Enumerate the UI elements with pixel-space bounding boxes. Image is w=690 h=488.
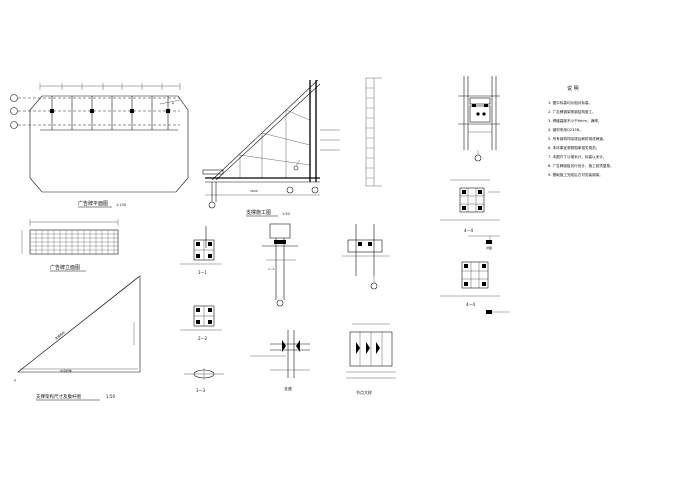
node-detail-right-3: 4—4 (440, 261, 510, 314)
elevation-view-title: 广告牌立面图 (50, 264, 80, 271)
plan-view-title: 广告牌平面图 (78, 200, 108, 207)
svg-text:1:50: 1:50 (282, 212, 290, 216)
detail-column-a: 1—1 (262, 223, 298, 307)
svg-text:1—1: 1—1 (268, 267, 275, 271)
note-item-1: 1. 图中标高均为相对标高。 (548, 100, 592, 105)
svg-text:φ: φ (172, 101, 174, 105)
sec-4-4-title: 4—4 (466, 302, 476, 307)
detail-2-2: 2—2 (180, 305, 222, 341)
triangle-title: 支撑架构尺寸及腹杆图 (36, 393, 81, 400)
detail-1-1: 1—1 (180, 226, 222, 275)
note-item-8: 8. 广告牌面板另行设计，施工前须复核。 (548, 163, 614, 168)
triangle-scale: 1:50 (106, 394, 115, 399)
node-detail-right-2: 详图 (468, 235, 500, 250)
node-2-title: 节点大样 (356, 389, 372, 395)
svg-text:4—4: 4—4 (464, 228, 474, 233)
notes-heading: 说 明 (567, 85, 579, 92)
sec-3-3-title: 3—3 (196, 388, 206, 393)
note-item-7: 7. 本图尺寸以毫米计，标高以米计。 (548, 154, 606, 159)
main-section-title: 支撑施工图 (246, 209, 271, 216)
sec-1-1-title: 1—1 (198, 270, 208, 275)
note-item-4: 4. 钢材采用Q235B。 (548, 127, 583, 132)
notes-block: 说 明 1. 图中标高均为相对标高。 2. 广告牌钢架按钢结构施工。 3. 焊缝… (548, 85, 614, 177)
note-item-9: 9. 基础施工完成后方可安装钢架。 (548, 172, 603, 177)
note-item-2: 2. 广告牌钢架按钢结构施工。 (548, 109, 596, 114)
svg-text:水平杆件: 水平杆件 (60, 368, 72, 373)
note-item-3: 3. 焊缝高度不小于6mm，满焊。 (548, 118, 601, 123)
note-item-6: 6. 未尽事宜参照国家相关规范。 (548, 145, 599, 150)
sec-2-2-title: 2—2 (198, 336, 208, 341)
detail-3-3: 3—3 (184, 368, 224, 393)
column-detail-top (458, 76, 500, 162)
detail-node-1: 支座 (250, 330, 310, 391)
svg-text:1:100: 1:100 (116, 203, 126, 207)
svg-text:φ: φ (14, 378, 16, 382)
detail-node-2: 节点大样 (346, 323, 396, 395)
main-section-view: 3600 支撑施工图 1:50 (202, 77, 382, 217)
note-item-5: 5. 所有钢构件除锈后刷防锈漆两道。 (548, 136, 606, 141)
triangle-truss-view: 支撑斜杆 水平杆件 φ 支撑架构尺寸及腹杆图 1:50 (14, 275, 141, 401)
svg-text:支撑斜杆: 支撑斜杆 (54, 329, 67, 340)
plan-view: φ 广告牌平面图 1:100 (10, 83, 189, 208)
svg-text:详图: 详图 (486, 245, 492, 250)
node-1-title: 支座 (284, 385, 292, 391)
detail-column-b (342, 224, 390, 290)
elevation-view: 广告牌立面图 (21, 219, 119, 272)
svg-text:3600: 3600 (250, 189, 258, 193)
node-detail-right-1: 4—4 (440, 179, 500, 233)
